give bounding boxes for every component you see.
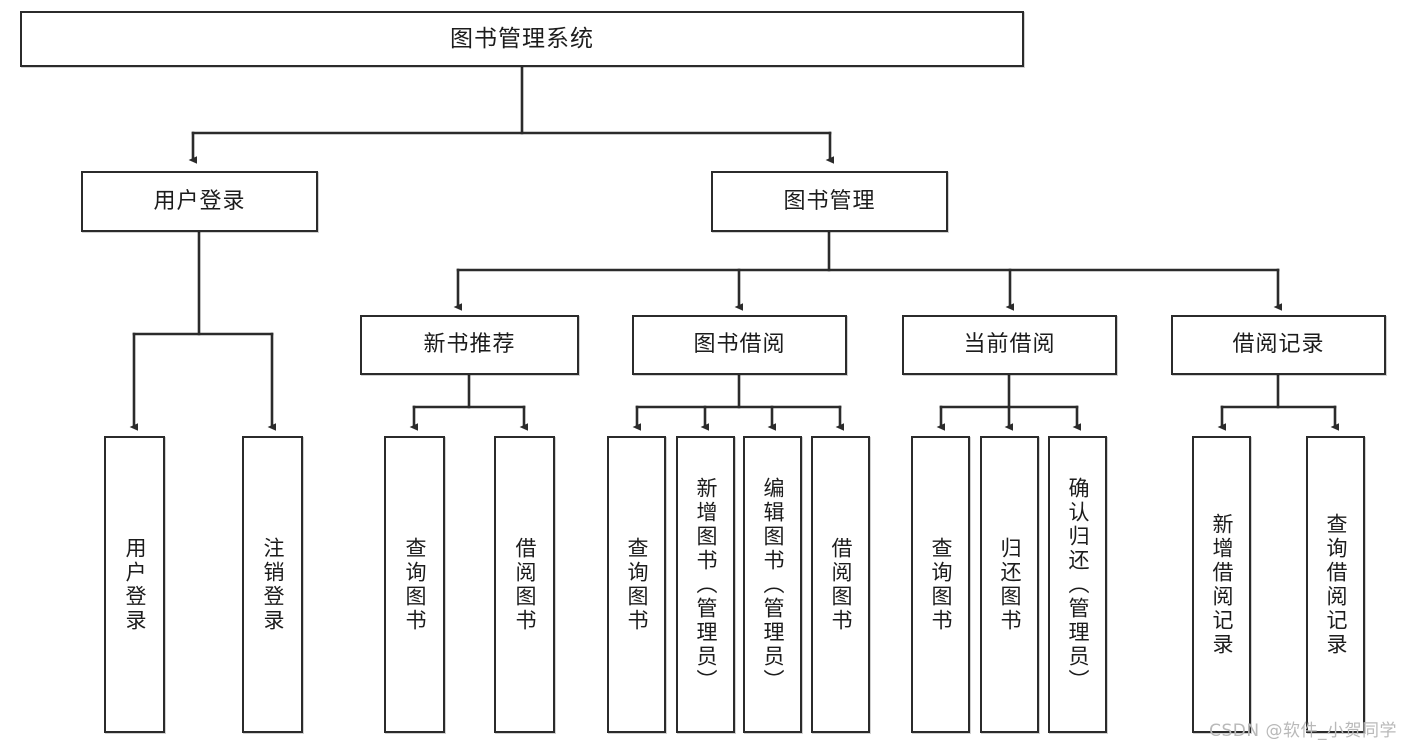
- leaf-return-book[interactable]: 归还图书: [980, 436, 1039, 733]
- node-label: 借阅记录: [1232, 332, 1325, 358]
- leaf-borrow-book-recommend[interactable]: 借阅图书: [494, 436, 555, 733]
- leaf-user-login[interactable]: 用户登录: [104, 436, 165, 733]
- node-user-login[interactable]: 用户登录: [81, 171, 318, 232]
- node-borrow-record[interactable]: 借阅记录: [1171, 315, 1386, 375]
- node-label: 图书管理: [783, 188, 876, 214]
- leaf-query-book-recommend[interactable]: 查询图书: [384, 436, 445, 733]
- node-label: 查询借阅记录: [1323, 512, 1348, 657]
- leaf-logout[interactable]: 注销登录: [242, 436, 303, 733]
- leaf-add-book-admin[interactable]: 新增图书（管理员）: [676, 436, 735, 733]
- node-book-borrow[interactable]: 图书借阅: [632, 315, 847, 375]
- node-label: 借阅图书: [828, 536, 853, 633]
- leaf-confirm-return-admin[interactable]: 确认归还（管理员）: [1048, 436, 1107, 733]
- node-label: 新增借阅记录: [1209, 512, 1234, 657]
- node-label: 编辑图书（管理员）: [760, 476, 785, 693]
- leaf-edit-book-admin[interactable]: 编辑图书（管理员）: [743, 436, 802, 733]
- node-label: 借阅图书: [512, 536, 537, 633]
- leaf-borrow-book[interactable]: 借阅图书: [811, 436, 870, 733]
- node-current-borrow[interactable]: 当前借阅: [902, 315, 1117, 375]
- node-root-system[interactable]: 图书管理系统: [20, 11, 1024, 67]
- node-book-management[interactable]: 图书管理: [711, 171, 948, 232]
- leaf-query-book-current[interactable]: 查询图书: [911, 436, 970, 733]
- node-label: 确认归还（管理员）: [1065, 476, 1090, 693]
- node-label: 图书管理系统: [450, 25, 594, 52]
- node-label: 用户登录: [153, 188, 246, 214]
- node-label: 注销登录: [260, 536, 285, 633]
- node-label: 新增图书（管理员）: [693, 476, 718, 693]
- node-label: 图书借阅: [693, 332, 786, 358]
- node-new-book-recommend[interactable]: 新书推荐: [360, 315, 579, 375]
- node-label: 新书推荐: [423, 332, 516, 358]
- node-label: 查询图书: [402, 536, 427, 633]
- leaf-query-borrow-record[interactable]: 查询借阅记录: [1306, 436, 1365, 733]
- node-label: 当前借阅: [963, 332, 1056, 358]
- leaf-query-book-borrow[interactable]: 查询图书: [607, 436, 666, 733]
- node-label: 查询图书: [624, 536, 649, 633]
- watermark-text: CSDN @软件_小贺同学: [1209, 721, 1397, 741]
- leaf-add-borrow-record[interactable]: 新增借阅记录: [1192, 436, 1251, 733]
- node-label: 查询图书: [928, 536, 953, 633]
- node-label: 用户登录: [122, 536, 147, 633]
- node-label: 归还图书: [997, 536, 1022, 633]
